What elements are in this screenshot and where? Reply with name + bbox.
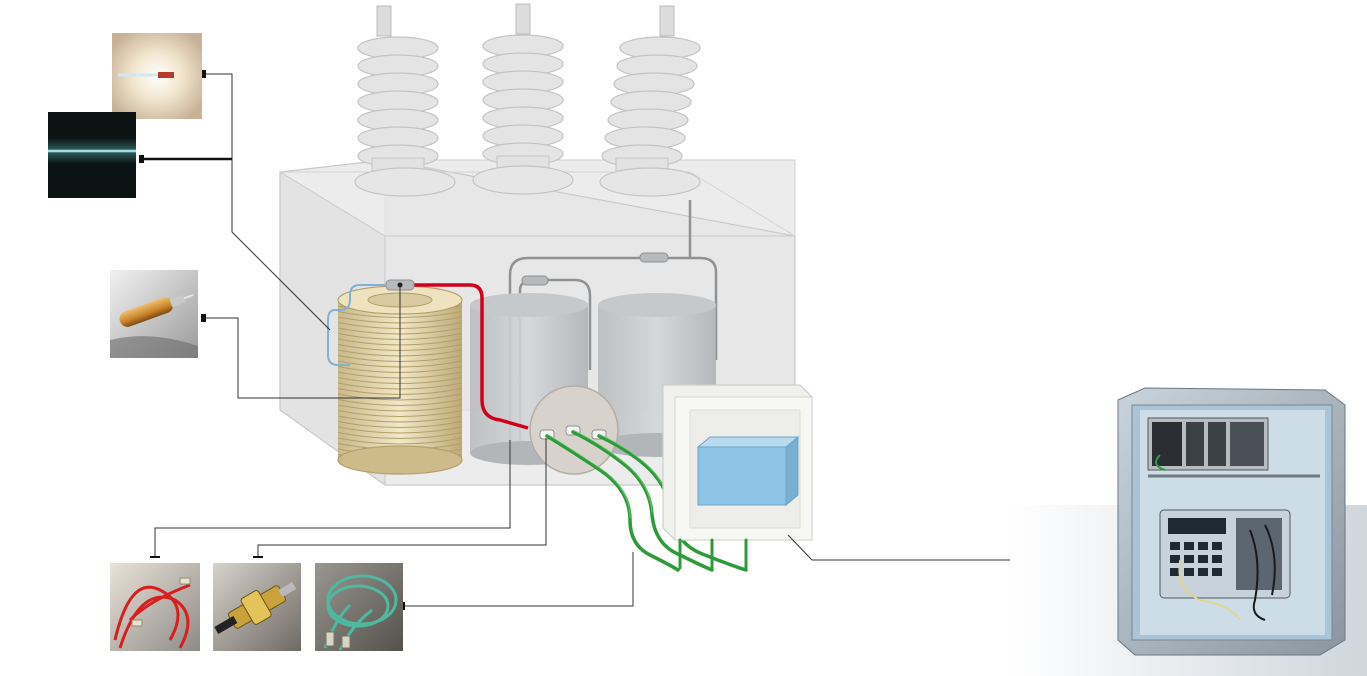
connector-thumbnail <box>213 563 301 651</box>
junction-box-display <box>697 446 787 506</box>
bushing-right <box>599 5 701 197</box>
internal-fiber-red <box>412 283 529 430</box>
bushing-center <box>472 3 574 195</box>
bushing-left <box>354 5 456 197</box>
monitoring-cabinet <box>1010 387 1367 676</box>
coil-winding-turn <box>337 393 463 401</box>
coil-winding-turn <box>337 404 463 412</box>
coil-winding-turn <box>337 432 463 439</box>
coil-winding-turn <box>337 426 463 434</box>
internal-fiber-grey <box>508 200 718 445</box>
coil-winding-turn <box>337 437 463 445</box>
coil-winding-turn <box>337 421 463 428</box>
sensor-probe-thumbnail <box>110 270 198 358</box>
red-extension-cable-thumbnail <box>110 563 200 651</box>
junction-box <box>662 384 813 570</box>
probe-tip-thumbnail <box>112 33 202 119</box>
fiber-cable-thumbnail <box>48 112 136 198</box>
green-extension-cable-thumbnail <box>315 563 403 651</box>
coil-winding-turn <box>337 410 463 417</box>
coil-winding-turn <box>337 399 463 406</box>
winding-coil <box>337 285 463 475</box>
coil-winding-turn <box>337 415 463 423</box>
leader-lines <box>142 73 1105 607</box>
